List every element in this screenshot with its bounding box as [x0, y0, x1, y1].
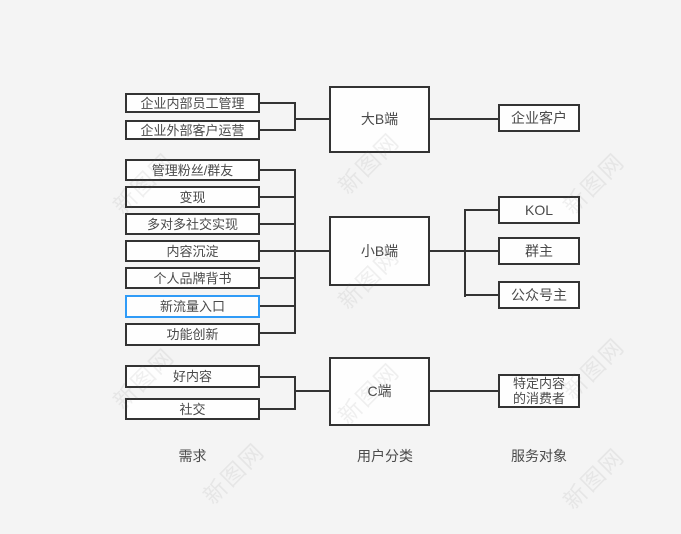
- connector-external-ops-stub: [260, 129, 296, 131]
- connector-new-traffic-stub: [260, 305, 296, 307]
- connector-group2-to-small-b: [294, 250, 330, 252]
- connector-many-to-many-stub: [260, 223, 296, 225]
- node-group-owner: 群主: [498, 237, 580, 265]
- node-enterprise-customer: 企业客户: [498, 104, 580, 132]
- node-small-b-side: 小B端: [329, 216, 430, 286]
- connector-manage-fans-stub: [260, 169, 296, 171]
- node-manage-fans-groups: 管理粉丝/群友: [125, 159, 260, 181]
- connector-monetization-stub: [260, 196, 296, 198]
- connector-feature-innovation-stub: [260, 332, 296, 334]
- connector-group1-to-big-b: [294, 118, 330, 120]
- column-label-service-targets: 服务对象: [511, 448, 567, 464]
- connector-good-content-stub: [260, 376, 296, 378]
- node-big-b-side: 大B端: [329, 86, 430, 153]
- node-new-traffic-entry: 新流量入口: [125, 295, 260, 318]
- column-label-requirements: 需求: [178, 448, 207, 464]
- connector-group3-to-c: [294, 390, 330, 392]
- connector-personal-brand-stub: [260, 277, 296, 279]
- node-kol: KOL: [498, 196, 580, 224]
- connector-group3-left-bus: [294, 376, 296, 410]
- node-content-accumulation: 内容沉淀: [125, 240, 260, 262]
- connector-group1-left-bus: [294, 102, 296, 131]
- node-social: 社交: [125, 398, 260, 420]
- connector-internal-mgmt-stub: [260, 102, 296, 104]
- connector-c-to-consumer: [430, 390, 498, 392]
- node-many-to-many-social: 多对多社交实现: [125, 213, 260, 235]
- connector-to-official-account-owner: [464, 294, 498, 296]
- connector-big-b-to-enterprise-customer: [430, 118, 498, 120]
- node-official-account-owner: 公众号主: [498, 281, 580, 309]
- node-external-customer-ops: 企业外部客户运营: [125, 120, 260, 140]
- watermark-text: 新图网: [108, 147, 180, 220]
- node-specific-content-consumer: 特定内容 的消费者: [498, 374, 580, 408]
- node-c-side: C端: [329, 357, 430, 426]
- column-label-user-categories: 用户分类: [357, 448, 413, 464]
- node-personal-brand-endorsement: 个人品牌背书: [125, 267, 260, 289]
- connector-group2-right-bus: [464, 209, 466, 297]
- connector-social-stub: [260, 408, 296, 410]
- connector-content-accumulation-stub: [260, 250, 296, 252]
- node-feature-innovation: 功能创新: [125, 323, 260, 346]
- connector-to-kol: [464, 209, 498, 211]
- node-good-content: 好内容: [125, 365, 260, 388]
- node-internal-employee-mgmt: 企业内部员工管理: [125, 93, 260, 113]
- node-monetization: 变现: [125, 186, 260, 208]
